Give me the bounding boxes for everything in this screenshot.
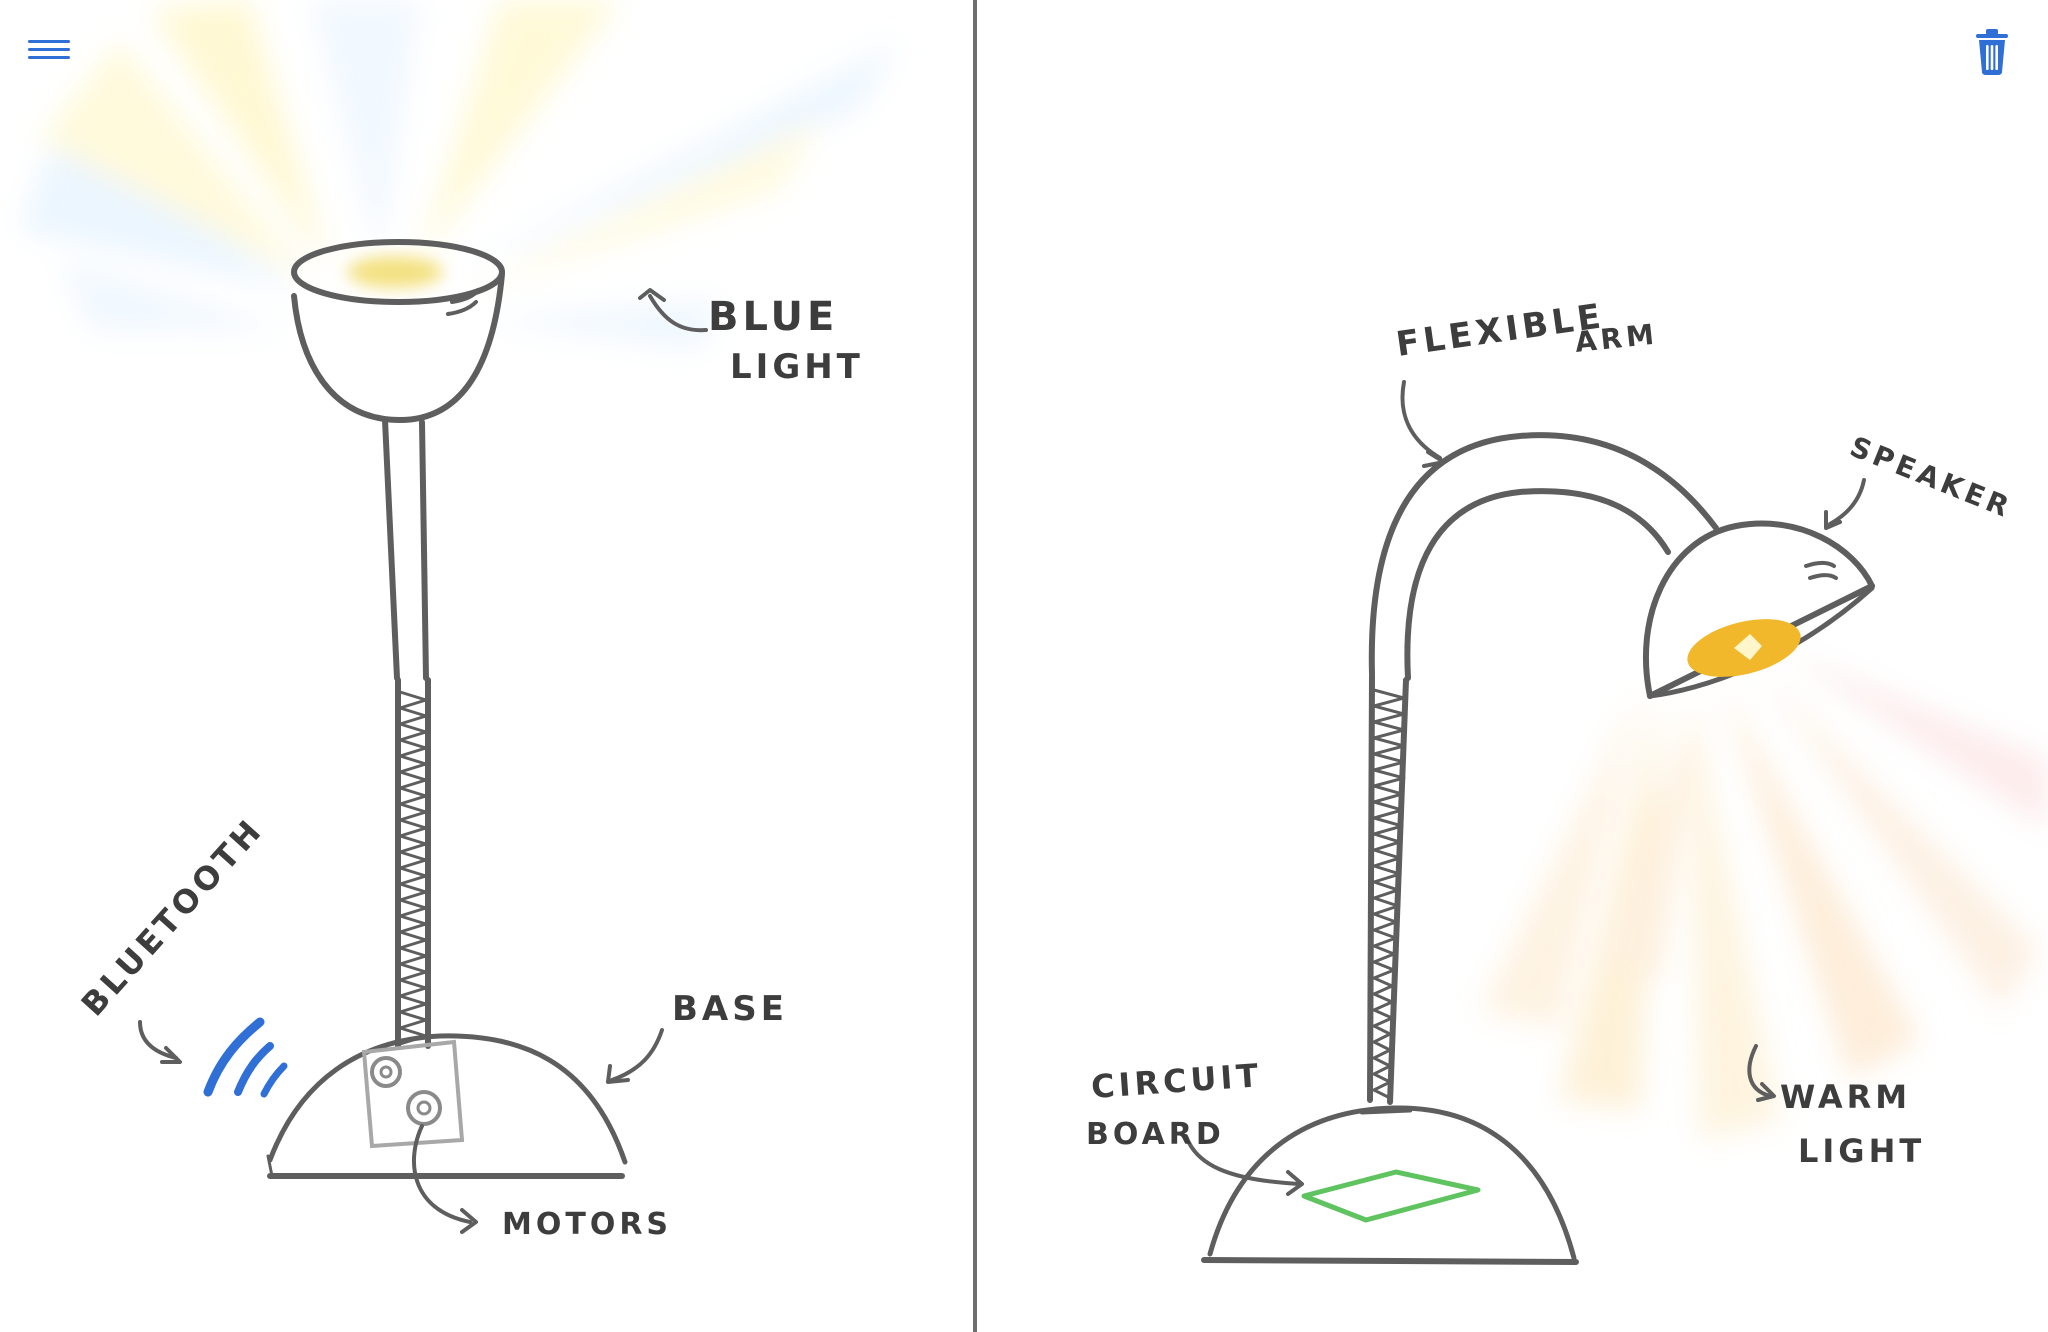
page-divider <box>973 0 977 1332</box>
label-blue: BLUE <box>708 294 838 340</box>
menu-button[interactable] <box>22 28 80 72</box>
left-lamp-sketch: BLUE LIGHT BLUETOOTH BASE MOTORS <box>20 0 900 1242</box>
hamburger-menu-icon <box>22 28 80 72</box>
label-light: LIGHT <box>730 347 864 387</box>
label-base: BASE <box>672 989 788 1029</box>
trash-icon <box>1966 24 2022 80</box>
label-circuit: CIRCUIT <box>1090 1056 1263 1106</box>
label-speaker: SPEAKER <box>1845 430 2017 525</box>
label-board: BOARD <box>1086 1117 1225 1152</box>
delete-button[interactable] <box>1966 24 2022 80</box>
right-lamp-sketch: FLEXIBLE ARM SPEAKER CIRCUIT BOARD WARM … <box>1086 296 2048 1262</box>
label-motors: MOTORS <box>502 1207 672 1242</box>
label-warm: WARM <box>1780 1078 1911 1116</box>
label-bluetooth: BLUETOOTH <box>74 810 271 1023</box>
label-warm-light: LIGHT <box>1798 1132 1925 1170</box>
